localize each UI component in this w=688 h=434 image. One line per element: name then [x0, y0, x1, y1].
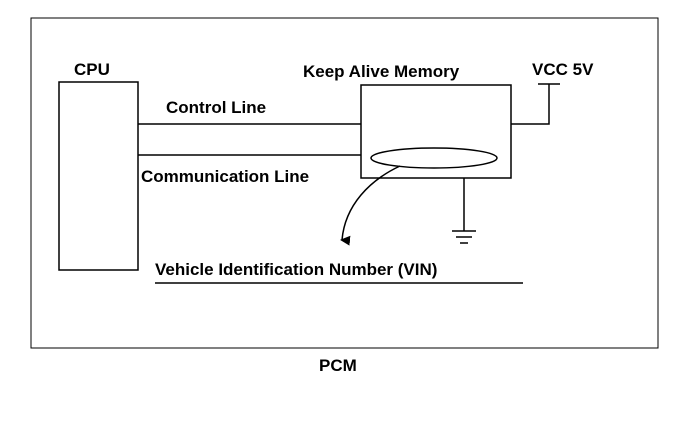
- vcc-wire: [511, 84, 550, 125]
- control-line-label: Control Line: [166, 98, 266, 117]
- vcc-label: VCC 5V: [532, 60, 594, 79]
- vin-storage-ellipse: [370, 147, 498, 169]
- ground-icon: [452, 178, 476, 244]
- cpu-block: [58, 81, 139, 271]
- cpu-label: CPU: [74, 60, 110, 79]
- pcm-label: PCM: [319, 356, 357, 375]
- pcm-boundary: [30, 17, 659, 349]
- vin-arrow: [340, 165, 401, 246]
- kam-block: [360, 84, 512, 179]
- kam-label: Keep Alive Memory: [303, 62, 460, 81]
- communication-line-label: Communication Line: [141, 167, 309, 186]
- vin-label: Vehicle Identification Number (VIN): [155, 260, 437, 279]
